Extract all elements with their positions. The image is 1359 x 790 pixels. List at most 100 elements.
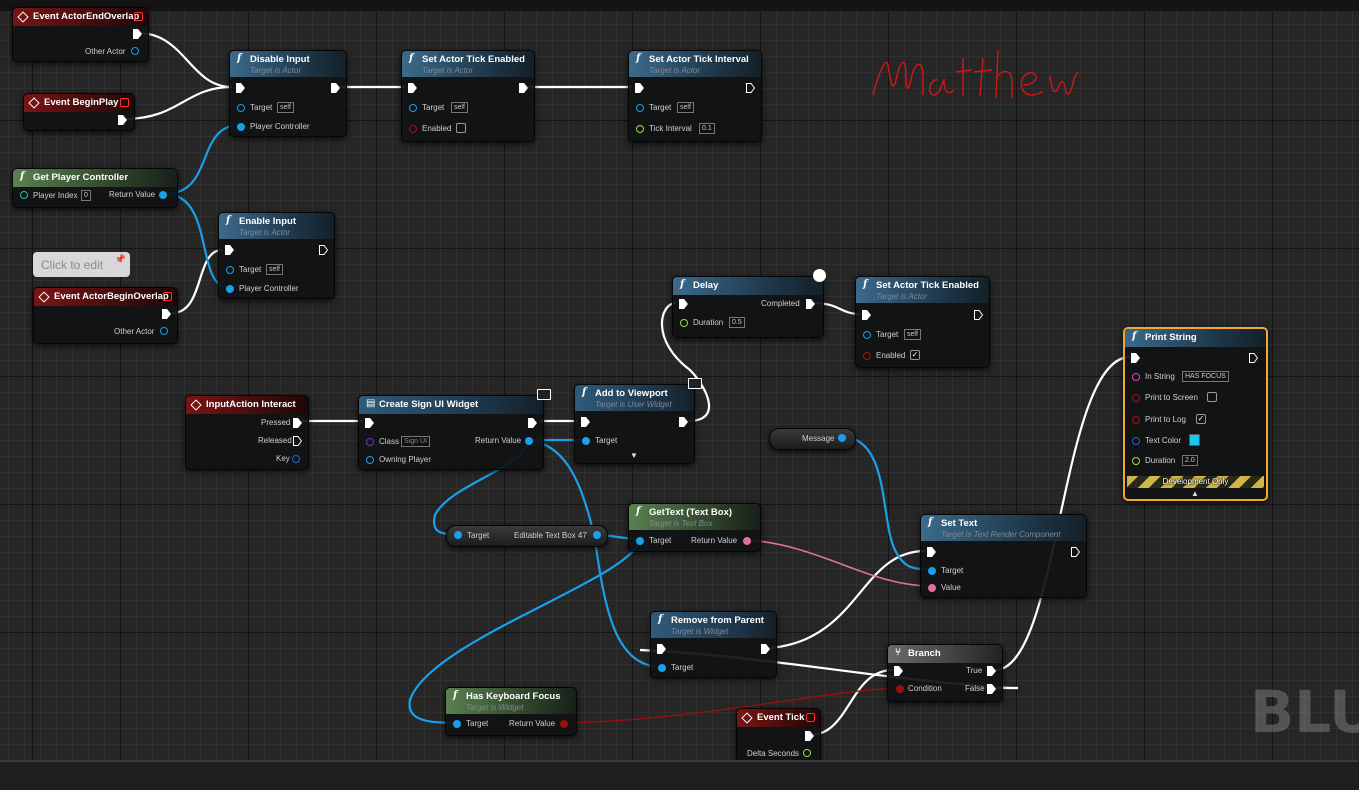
print-string-node[interactable]: f Print String In String HAS FOCUS Print… bbox=[1123, 327, 1268, 501]
exec-out-pin[interactable] bbox=[974, 310, 983, 320]
target-pin[interactable] bbox=[226, 266, 234, 274]
false-exec-pin[interactable] bbox=[987, 684, 996, 694]
key-pin[interactable] bbox=[292, 455, 300, 463]
exec-in-pin[interactable] bbox=[1131, 353, 1140, 363]
player-index-pin[interactable] bbox=[20, 191, 28, 199]
exec-in-pin[interactable] bbox=[365, 418, 374, 428]
delta-seconds-pin[interactable] bbox=[803, 749, 811, 757]
tick-interval-pin[interactable] bbox=[636, 125, 644, 133]
completed-exec-pin[interactable] bbox=[806, 299, 815, 309]
comment-bubble[interactable]: Click to edit 📌 bbox=[33, 252, 130, 277]
branch-node[interactable]: ⑂ Branch True Condition False bbox=[887, 644, 1003, 702]
other-actor-pin[interactable] bbox=[131, 47, 139, 55]
get-text-node[interactable]: f GetText (Text Box) Target is Text Box … bbox=[628, 503, 761, 552]
set-text-node[interactable]: f Set Text Target is Text Render Compone… bbox=[920, 514, 1087, 598]
expand-arrow-icon[interactable]: ▼ bbox=[630, 451, 638, 460]
enable-input-node[interactable]: f Enable Input Target is Actor Target se… bbox=[218, 212, 335, 299]
delegate-square-icon[interactable] bbox=[120, 98, 129, 107]
exec-in-pin[interactable] bbox=[635, 83, 644, 93]
has-keyboard-focus-node[interactable]: f Has Keyboard Focus Target is Widget Ta… bbox=[445, 687, 577, 736]
create-widget-node[interactable]: ▤ Create Sign UI Widget Class Sign UI Re… bbox=[358, 389, 551, 470]
target-pin[interactable] bbox=[928, 567, 936, 575]
return-value-pin[interactable] bbox=[560, 720, 568, 728]
add-to-viewport-node[interactable]: f Add to Viewport Target is User Widget … bbox=[574, 378, 702, 464]
set-actor-tick-enabled-node-2[interactable]: f Set Actor Tick Enabled Target is Actor… bbox=[855, 276, 990, 368]
target-pin[interactable] bbox=[658, 664, 666, 672]
exec-in-pin[interactable] bbox=[927, 547, 936, 557]
return-value-pin[interactable] bbox=[743, 537, 751, 545]
event-actor-begin-overlap-node[interactable]: Event ActorBeginOverlap Other Actor bbox=[33, 287, 178, 344]
class-pin[interactable] bbox=[366, 438, 374, 446]
target-pin[interactable] bbox=[454, 531, 462, 539]
exec-in-pin[interactable] bbox=[225, 245, 234, 255]
return-value-pin[interactable] bbox=[525, 437, 533, 445]
exec-out-pin[interactable] bbox=[528, 418, 537, 428]
delegate-square-icon[interactable] bbox=[163, 292, 172, 301]
set-actor-tick-enabled-node[interactable]: f Set Actor Tick Enabled Target is Actor… bbox=[401, 50, 535, 142]
exec-in-pin[interactable] bbox=[408, 83, 417, 93]
target-value[interactable]: self bbox=[904, 329, 921, 340]
tick-interval-value[interactable]: 0.1 bbox=[699, 123, 715, 134]
target-pin[interactable] bbox=[409, 104, 417, 112]
exec-out-pin[interactable] bbox=[133, 29, 142, 39]
player-controller-pin[interactable] bbox=[226, 285, 234, 293]
target-pin[interactable] bbox=[237, 104, 245, 112]
exec-out-pin[interactable] bbox=[162, 309, 171, 319]
duration-pin[interactable] bbox=[1132, 457, 1140, 465]
owning-player-pin[interactable] bbox=[366, 456, 374, 464]
delay-node[interactable]: f Delay Completed Duration 0.5 bbox=[672, 269, 826, 338]
exec-in-pin[interactable] bbox=[862, 310, 871, 320]
delegate-square-icon[interactable] bbox=[806, 713, 815, 722]
duration-value[interactable]: 2.0 bbox=[1182, 455, 1198, 466]
exec-out-pin[interactable] bbox=[761, 644, 770, 654]
target-pin[interactable] bbox=[863, 331, 871, 339]
enabled-checkbox[interactable] bbox=[456, 123, 466, 133]
get-player-controller-node[interactable]: f Get Player Controller Player Index 0 R… bbox=[12, 168, 178, 208]
other-actor-pin[interactable] bbox=[160, 327, 168, 335]
target-value[interactable]: self bbox=[677, 102, 694, 113]
print-to-log-checkbox-checked[interactable]: ✓ bbox=[1196, 414, 1206, 424]
return-value-pin[interactable] bbox=[159, 191, 167, 199]
message-variable-node[interactable]: Message bbox=[769, 428, 856, 450]
enabled-pin[interactable] bbox=[863, 352, 871, 360]
target-pin[interactable] bbox=[582, 437, 590, 445]
editable-text-box-variable-node[interactable]: Target Editable Text Box 47 bbox=[446, 525, 608, 547]
exec-out-pin[interactable] bbox=[118, 115, 127, 125]
event-tick-node[interactable]: Event Tick Delta Seconds bbox=[736, 708, 821, 763]
target-value[interactable]: self bbox=[266, 264, 283, 275]
target-value[interactable]: self bbox=[451, 102, 468, 113]
collapse-arrow-icon[interactable]: ▲ bbox=[1191, 489, 1199, 498]
text-color-pin[interactable] bbox=[1132, 437, 1140, 445]
duration-pin[interactable] bbox=[680, 319, 688, 327]
event-begin-play-node[interactable]: Event BeginPlay bbox=[23, 93, 135, 131]
released-exec-pin[interactable] bbox=[293, 436, 302, 446]
in-string-value[interactable]: HAS FOCUS bbox=[1182, 371, 1229, 382]
target-pin[interactable] bbox=[453, 720, 461, 728]
target-value[interactable]: self bbox=[277, 102, 294, 113]
disable-input-node[interactable]: f Disable Input Target is Actor Target s… bbox=[229, 50, 347, 137]
enabled-pin[interactable] bbox=[409, 125, 417, 133]
enabled-checkbox-checked[interactable]: ✓ bbox=[910, 350, 920, 360]
set-actor-tick-interval-node[interactable]: f Set Actor Tick Interval Target is Acto… bbox=[628, 50, 762, 142]
exec-out-pin[interactable] bbox=[1071, 547, 1080, 557]
exec-in-pin[interactable] bbox=[236, 83, 245, 93]
event-actor-end-overlap-node[interactable]: Event ActorEndOverlap Other Actor bbox=[12, 7, 149, 62]
condition-pin[interactable] bbox=[896, 685, 904, 693]
exec-in-pin[interactable] bbox=[894, 666, 903, 676]
print-to-log-pin[interactable] bbox=[1132, 416, 1140, 424]
exec-out-pin[interactable] bbox=[679, 417, 688, 427]
true-exec-pin[interactable] bbox=[987, 666, 996, 676]
exec-out-pin[interactable] bbox=[519, 83, 528, 93]
message-out-pin[interactable] bbox=[838, 434, 846, 442]
target-pin[interactable] bbox=[636, 104, 644, 112]
text-color-swatch[interactable] bbox=[1189, 434, 1200, 446]
duration-value[interactable]: 0.5 bbox=[729, 317, 745, 328]
exec-out-pin[interactable] bbox=[1249, 353, 1258, 363]
print-to-screen-checkbox[interactable] bbox=[1207, 392, 1217, 402]
player-controller-pin[interactable] bbox=[237, 123, 245, 131]
exec-out-pin[interactable] bbox=[319, 245, 328, 255]
pin-icon[interactable]: 📌 bbox=[114, 254, 126, 264]
delegate-square-icon[interactable] bbox=[134, 12, 143, 21]
class-dropdown[interactable]: Sign UI bbox=[401, 436, 430, 447]
pressed-exec-pin[interactable] bbox=[293, 418, 302, 428]
